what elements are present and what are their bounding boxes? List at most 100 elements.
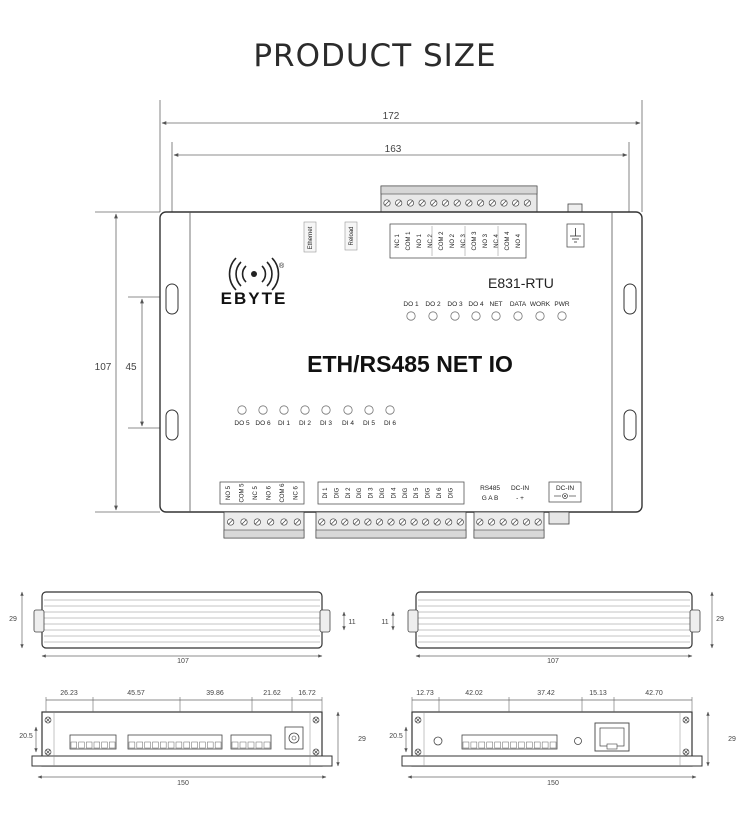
top-terminal-label: NC 1 [395,234,401,248]
top-view: 172 163 107 45 [95,100,643,539]
bottom-terminal-label: COM 6 [280,483,286,503]
bottom-label-plate-a [219,481,305,505]
bottom-terminal-label: NO 5 [226,485,232,500]
dim-45-label: 45 [125,362,137,373]
dc-jack [548,511,570,525]
mount-slot-tl [165,283,179,315]
side-right-height-label: 29 [716,616,724,623]
status-led-label: WORK [530,301,551,308]
page-title: PRODUCT SIZE [253,38,497,74]
top-terminal-label: NO 2 [450,233,456,248]
side-connector [319,609,331,633]
dcin-terminal-pins: - + [516,495,524,502]
end-right-length-label: 150 [547,780,559,787]
io-led [300,405,310,415]
bottom-terminal-label: NC 5 [253,486,259,500]
status-led [471,311,481,321]
bottom-terminal-label: NO 6 [267,485,273,500]
mount-flange [31,755,333,767]
enclosure-side [41,591,323,649]
top-terminal-label: NC 3 [461,234,467,248]
dcin-jack-plate [548,481,582,503]
ethernet-label: Ethernet [308,226,314,249]
top-terminal-label: NC 2 [428,234,434,248]
bottom-terminal-label: DI 2 [346,487,352,499]
end-right-inner-height-label: 20.5 [389,733,403,740]
mount-slot-br [623,409,637,441]
io-led [279,405,289,415]
io-led [343,405,353,415]
end-right-seg-0: 12.73 [416,690,434,697]
status-led-label: PWR [554,301,569,308]
ethernet-port [303,221,317,253]
dim-172-label: 172 [383,111,400,122]
reload-label: Reload [349,226,355,245]
top-terminal-label: COM 3 [472,231,478,251]
dim-height [95,211,160,513]
end-left-length-label: 150 [177,780,189,787]
top-terminal-label: NO 1 [417,233,423,248]
end-left-height-label: 29 [358,736,366,743]
headline: ETH/RS485 NET IO [307,351,513,377]
reload-button [344,221,358,251]
io-led-label: DI 5 [363,420,375,427]
status-led [428,311,438,321]
side-view-right [391,591,714,658]
mount-slot-tr [623,283,637,315]
status-led-label: DO 3 [447,301,463,308]
side-connector [407,609,419,633]
top-terminal-label: NO 3 [483,233,489,248]
io-led-label: DO 5 [234,420,250,427]
side-view-left [20,591,346,658]
bottom-terminal-label: DIG [334,487,340,498]
led-hole [574,737,582,745]
mount-slot-bl [165,409,179,441]
end-left-seg-4: 16.72 [298,690,316,697]
rs485-pins: G A B [482,495,499,502]
bottom-terminal-label: DI 1 [323,487,329,499]
io-led [364,405,374,415]
model-label: E831-RTU [488,275,554,291]
bottom-label-plate-b [317,481,465,505]
side-connector [689,609,701,633]
bottom-terminal-label: DIG [448,487,454,498]
end-view-left [31,697,340,779]
end-view-right [401,697,710,779]
io-led-label: DI 4 [342,420,354,427]
end-left-seg-1: 45.57 [127,690,145,697]
bottom-terminal-label: DI 5 [414,487,420,499]
bottom-terminal-label: DI 4 [391,487,397,499]
top-terminal-label: NC 4 [494,234,500,248]
dim-163-label: 163 [385,144,402,155]
status-led-label: DO 4 [468,301,484,308]
reload-hole [433,736,443,746]
status-led [513,311,523,321]
svg-text:EBYTE: EBYTE [221,289,288,308]
end-left-inner-height-label: 20.5 [19,733,33,740]
end-terminal-block [127,734,223,750]
side-right-rail-label: 11 [381,619,388,626]
bottom-terminal-label: DIG [403,487,409,498]
io-led [258,405,268,415]
top-terminal-label: COM 2 [439,231,445,251]
status-led [535,311,545,321]
end-right-seg-3: 15.13 [589,690,607,697]
rs485-label: RS485 [480,485,500,492]
end-right-seg-4: 42.70 [645,690,663,697]
bottom-terminal-label: NC 6 [294,486,300,500]
bottom-terminal-label: DI 3 [369,487,375,499]
status-led-label: NET [490,301,503,308]
end-right-height-label: 29 [728,736,736,743]
status-led [557,311,567,321]
io-led-label: DI 1 [278,420,290,427]
end-right-seg-1: 42.02 [465,690,483,697]
bottom-terminal-label: DIG [380,487,386,498]
top-terminal-label: COM 1 [406,231,412,251]
top-terminal-label: NO 4 [516,233,522,248]
top-terminal-block [380,185,538,213]
top-terminal-label: COM 4 [505,231,511,251]
dim-width-inner [171,142,630,212]
io-led [321,405,331,415]
status-led-label: DO 1 [403,301,419,308]
bottom-terminal-label: COM 5 [240,483,246,503]
